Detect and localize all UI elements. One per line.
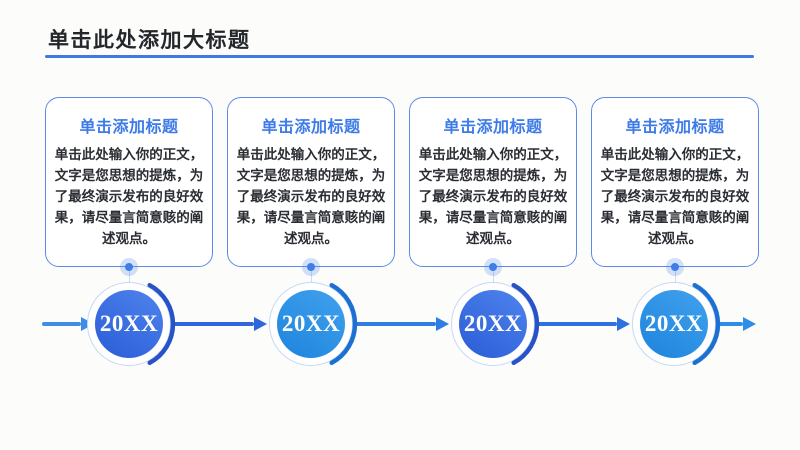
step-card-2[interactable]: 单击添加标题 单击此处输入你的正文，文字是您思想的提炼，为了最终演示发布的良好效… bbox=[227, 97, 395, 287]
title-underline bbox=[45, 55, 754, 58]
card-body-text[interactable]: 单击此处输入你的正文，文字是您思想的提炼，为了最终演示发布的良好效果，请尽量言简… bbox=[236, 147, 386, 246]
connector-dot-core bbox=[671, 262, 679, 271]
connector-dot bbox=[484, 257, 502, 276]
node-arc bbox=[692, 282, 721, 366]
card-heading[interactable]: 单击添加标题 bbox=[261, 119, 361, 136]
node-arc bbox=[147, 282, 176, 366]
connector-dot-core bbox=[125, 262, 133, 271]
step-card-4[interactable]: 单击添加标题 单击此处输入你的正文，文字是您思想的提炼，为了最终演示发布的良好效… bbox=[591, 97, 759, 287]
step-card-1[interactable]: 单击添加标题 单击此处输入你的正文，文字是您思想的提炼，为了最终演示发布的良好效… bbox=[45, 97, 213, 287]
node-arc bbox=[511, 282, 540, 366]
timeline-node-4: 20XX bbox=[632, 282, 721, 366]
slide-title-placeholder[interactable]: 单击此处添加大标题 bbox=[48, 29, 251, 52]
connector-dot-core bbox=[489, 262, 497, 271]
steps-row: 单击添加标题 单击此处输入你的正文，文字是您思想的提炼，为了最终演示发布的良好效… bbox=[45, 97, 759, 287]
timeline-segment bbox=[347, 317, 449, 331]
card-heading[interactable]: 单击添加标题 bbox=[443, 119, 543, 136]
timeline-node-1: 20XX bbox=[87, 282, 176, 366]
connector-dot-core bbox=[307, 262, 315, 271]
arrowhead-icon bbox=[436, 317, 449, 331]
connector-line bbox=[493, 266, 494, 287]
card-body-text[interactable]: 单击此处输入你的正文，文字是您思想的提炼，为了最终演示发布的良好效果，请尽量言简… bbox=[600, 147, 750, 246]
node-arc bbox=[329, 282, 358, 366]
arrowhead-icon bbox=[617, 317, 630, 331]
arrowhead-icon bbox=[254, 317, 267, 331]
connector-line bbox=[129, 266, 130, 287]
year-label: 20XX bbox=[281, 311, 341, 336]
timeline-segment bbox=[42, 317, 94, 331]
connector-line bbox=[311, 266, 312, 287]
card-heading[interactable]: 单击添加标题 bbox=[625, 119, 725, 136]
step-card-3[interactable]: 单击添加标题 单击此处输入你的正文，文字是您思想的提炼，为了最终演示发布的良好效… bbox=[409, 97, 577, 287]
timeline-segment bbox=[528, 317, 630, 331]
card-body-text[interactable]: 单击此处输入你的正文，文字是您思想的提炼，为了最终演示发布的良好效果，请尽量言简… bbox=[418, 147, 568, 246]
connector-dot bbox=[666, 257, 684, 276]
connector-dot bbox=[120, 257, 138, 276]
year-badge[interactable]: 20XX bbox=[95, 290, 163, 358]
connector-dot bbox=[302, 257, 320, 276]
year-badge[interactable]: 20XX bbox=[640, 290, 708, 358]
card-body-text[interactable]: 单击此处输入你的正文，文字是您思想的提炼，为了最终演示发布的良好效果，请尽量言简… bbox=[54, 147, 204, 246]
arrowhead-icon bbox=[743, 317, 756, 331]
timeline-node-3: 20XX bbox=[451, 282, 540, 366]
timeline-node-2: 20XX bbox=[269, 282, 358, 366]
timeline-segment bbox=[165, 317, 267, 331]
connector-line bbox=[675, 266, 676, 287]
timeline-segment bbox=[708, 317, 756, 331]
year-label: 20XX bbox=[644, 311, 704, 336]
year-label: 20XX bbox=[463, 311, 523, 336]
year-badge[interactable]: 20XX bbox=[459, 290, 527, 358]
year-badge[interactable]: 20XX bbox=[277, 290, 345, 358]
card-heading[interactable]: 单击添加标题 bbox=[79, 119, 179, 136]
year-label: 20XX bbox=[99, 311, 159, 336]
